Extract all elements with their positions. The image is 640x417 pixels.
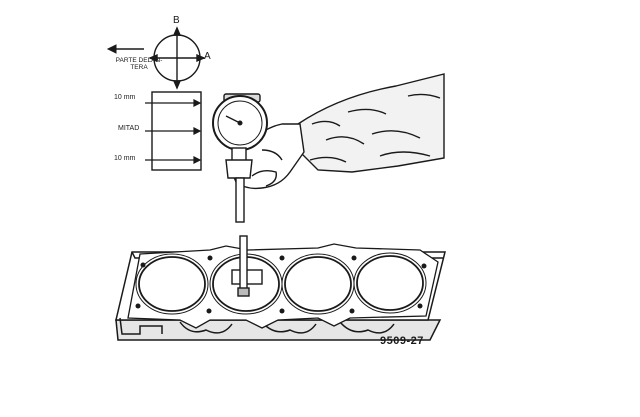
front-label: PARTE DELAN- TERA — [115, 57, 163, 71]
front-arrow — [106, 44, 144, 54]
bore-3 — [284, 256, 352, 312]
head-gasket — [127, 243, 439, 329]
bore-4 — [356, 255, 424, 311]
bore-1 — [138, 256, 206, 312]
axis-b-label: B — [173, 15, 180, 26]
bottom-offset-label: 10 mm — [114, 155, 136, 162]
middle-label: MITAD — [118, 125, 140, 132]
top-offset-label: 10 mm — [114, 94, 136, 101]
measurement-diagram — [145, 91, 202, 171]
dial-gauge — [212, 93, 268, 223]
orientation-diagram — [148, 26, 206, 90]
arm — [297, 73, 445, 173]
dial-indicator-stand — [231, 235, 263, 297]
axis-a-label: A — [204, 51, 211, 62]
figure-code: 9509-27 — [380, 335, 424, 347]
